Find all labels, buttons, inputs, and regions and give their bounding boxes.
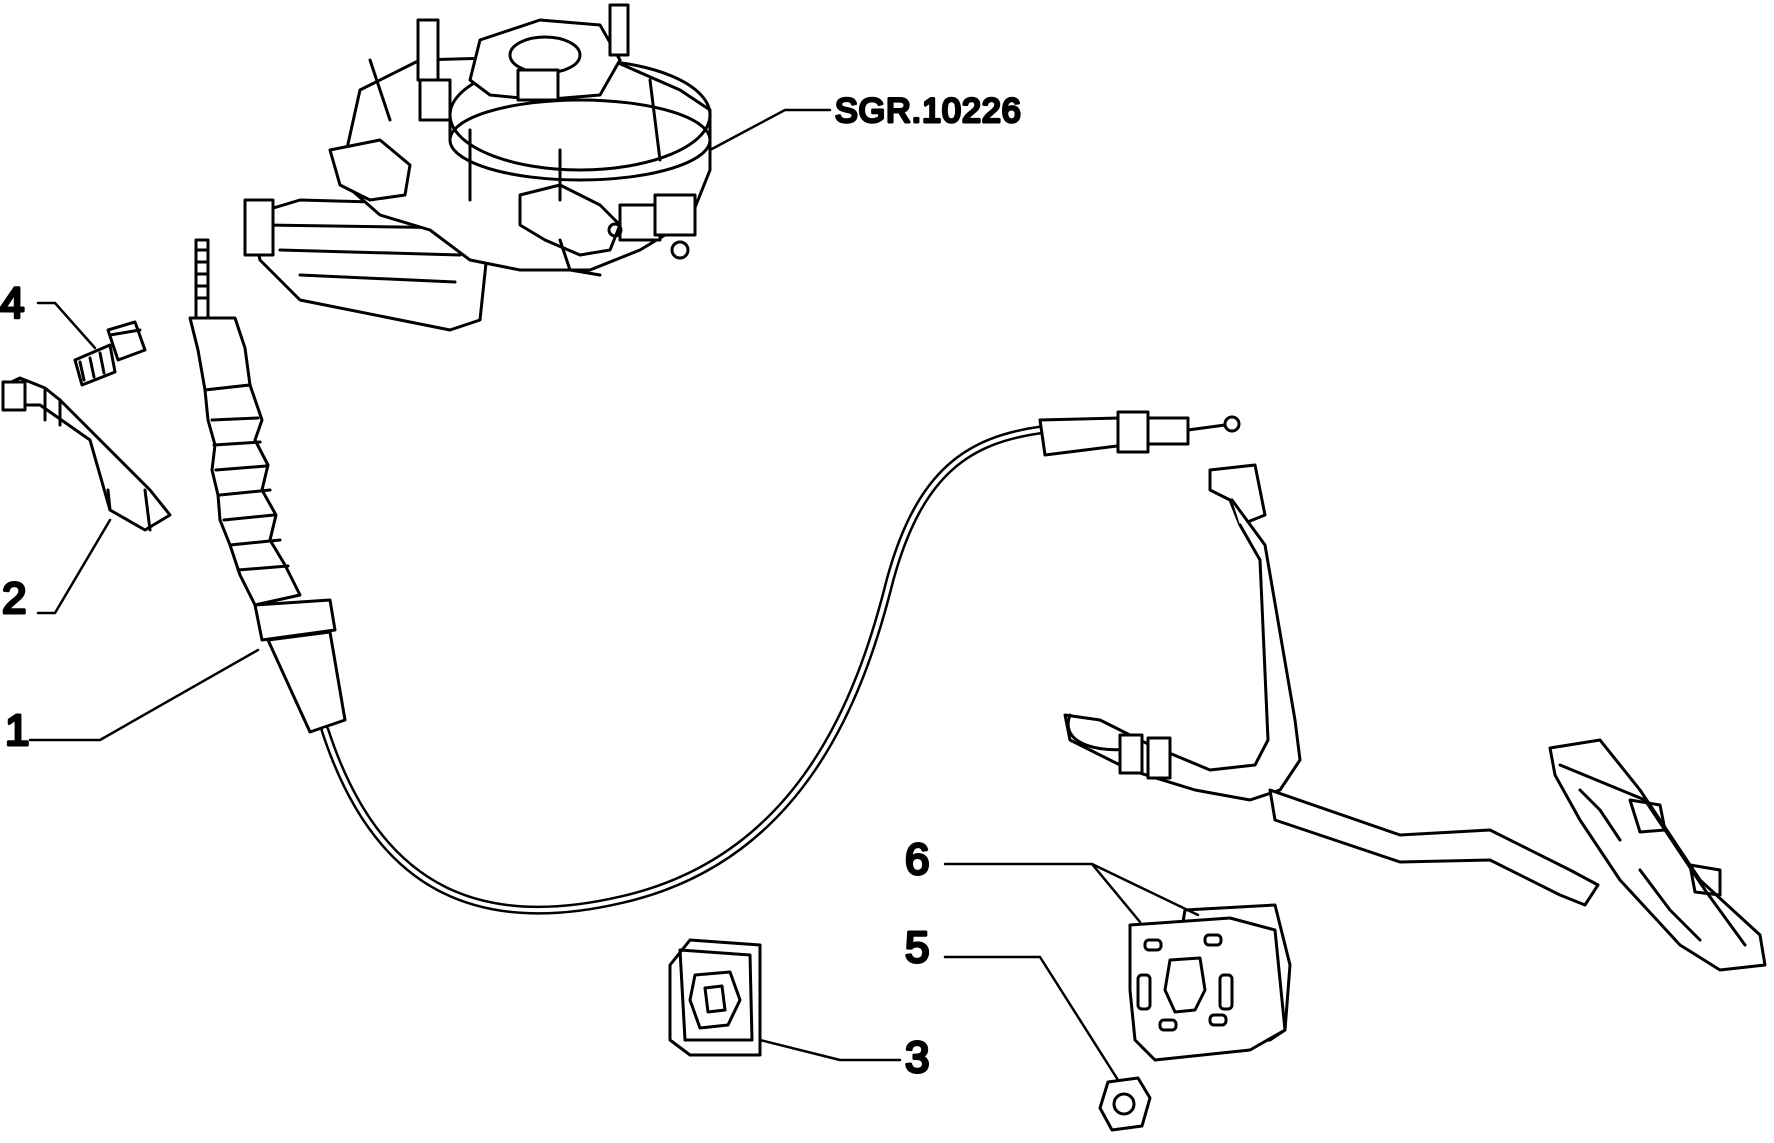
leader-2 <box>36 518 112 615</box>
carburetor-icon <box>243 3 712 332</box>
leader-5 <box>943 955 1120 1082</box>
callout-2: 2 <box>2 574 26 623</box>
accelerator-cable-icon <box>188 238 1241 915</box>
bracket-icon <box>1 376 172 532</box>
leader-6 <box>943 862 1200 924</box>
leader-lines <box>28 108 1200 1082</box>
callout-4: 4 <box>0 279 24 328</box>
reference-code: SGR.10226 <box>835 92 1022 130</box>
leader-3 <box>758 1038 902 1062</box>
callout-6: 6 <box>905 835 929 884</box>
nut-icon <box>1098 1076 1152 1132</box>
accelerator-pedal-icon <box>1063 463 1600 907</box>
bolt-icon <box>73 320 147 387</box>
callout-1: 1 <box>5 706 29 755</box>
callout-3: 3 <box>905 1033 929 1082</box>
leader-reference <box>708 108 832 152</box>
grommet-icon <box>668 938 762 1057</box>
leader-1 <box>28 648 260 742</box>
callout-5: 5 <box>905 923 929 972</box>
leader-4 <box>36 301 97 350</box>
pedal-cover-icon <box>1548 738 1767 972</box>
pedal-pad-icon <box>1128 903 1292 1062</box>
